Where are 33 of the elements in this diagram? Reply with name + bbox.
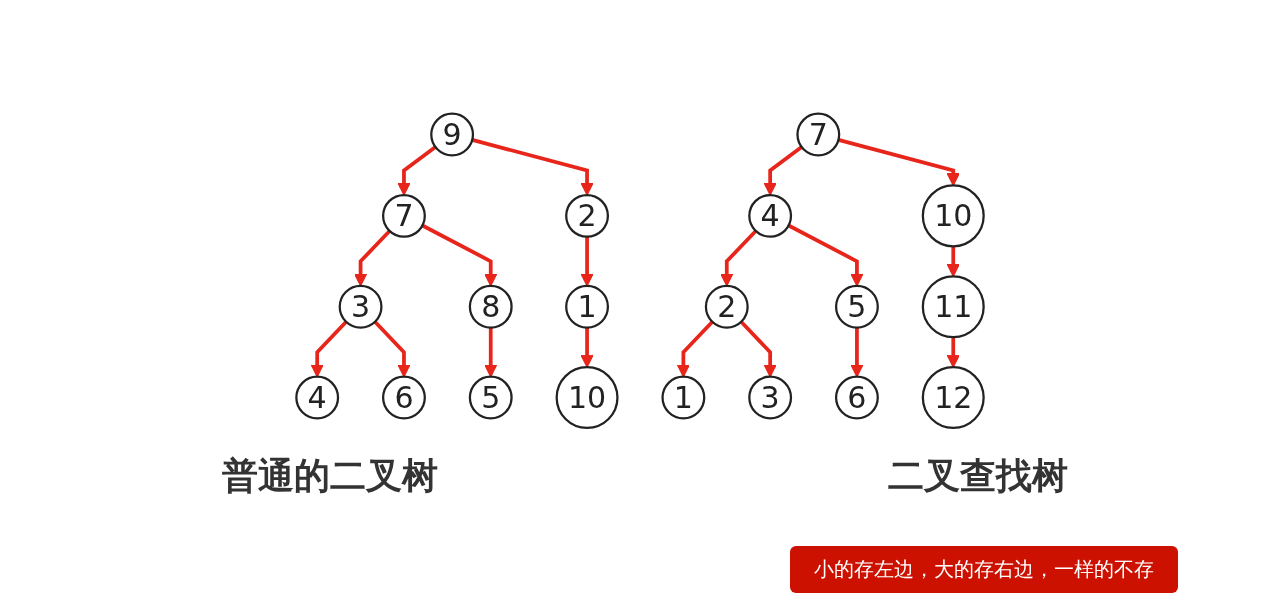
arrow (720, 229, 758, 287)
node-circle: 3 (748, 375, 793, 420)
arrow (580, 236, 594, 287)
node-circle: 6 (382, 375, 426, 420)
node-circle: 10 (555, 366, 619, 430)
node-circle: 5 (834, 284, 879, 329)
node-circle: 2 (704, 284, 749, 329)
arrow (580, 327, 594, 368)
node-circle: 5 (468, 375, 513, 420)
arrow (421, 223, 498, 287)
arrow (353, 229, 391, 287)
arrow (397, 145, 437, 196)
node-circle: 1 (661, 375, 706, 420)
node-circle: 4 (295, 375, 340, 420)
node-circle: 6 (834, 375, 879, 420)
node-circle: 9 (430, 112, 475, 157)
node-circle: 7 (796, 112, 841, 157)
node-circle: 7 (382, 193, 426, 238)
node-circle: 8 (468, 284, 513, 329)
arrow (946, 246, 960, 277)
node-circle: 4 (748, 193, 793, 238)
node-circle: 11 (921, 275, 985, 339)
node-circle: 1 (565, 284, 610, 329)
arrow (946, 337, 960, 368)
arrow (787, 223, 864, 287)
node-circle: 12 (921, 366, 985, 430)
node-circle: 2 (565, 193, 610, 238)
tree-caption: 二叉查找树 (888, 454, 1068, 498)
arrow (763, 145, 803, 196)
node-circle: 3 (338, 284, 383, 329)
tree-caption: 普通的二叉树 (222, 454, 438, 498)
node-circle: 10 (921, 184, 985, 248)
note-banner: 小的存左边，大的存右边，一样的不存 (790, 546, 1178, 593)
